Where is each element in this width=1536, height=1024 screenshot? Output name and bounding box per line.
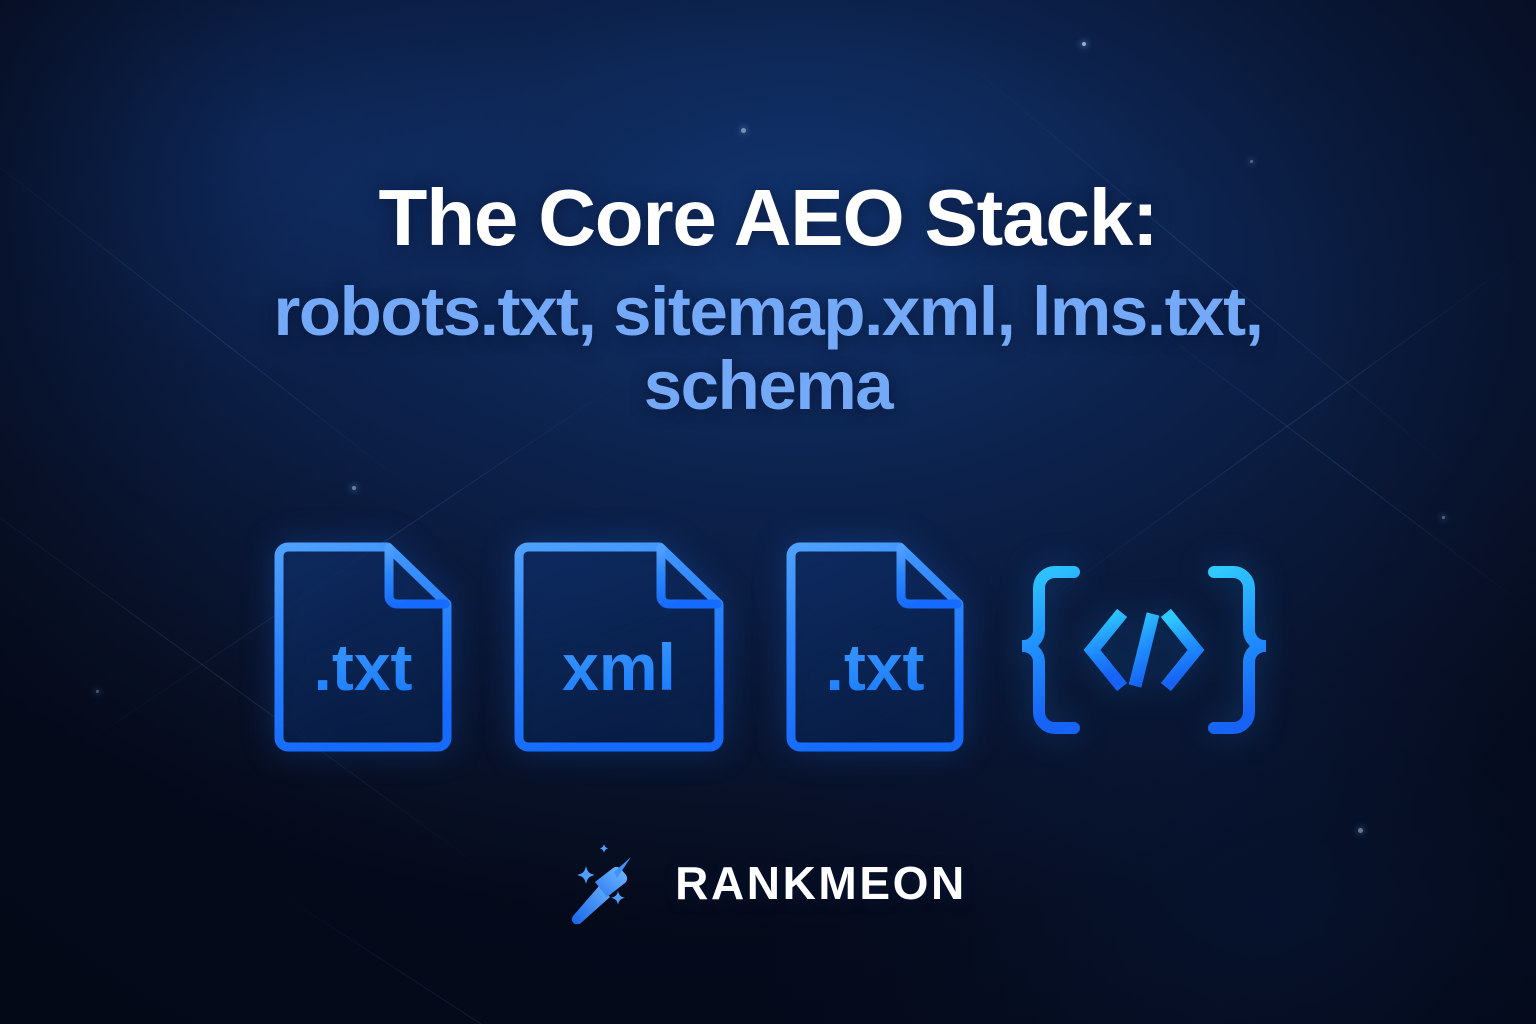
file-body-shape: [514, 542, 724, 752]
file-txt-icon-1: .txt: [274, 542, 452, 752]
chevron-right-icon: [1160, 608, 1205, 692]
page-subtitle-line-2: schema: [643, 347, 894, 425]
page-subtitle-line-1: robots.txt, sitemap.xml, lms.txt,: [273, 272, 1263, 350]
file-label: .txt: [826, 630, 925, 704]
file-label: .txt: [314, 630, 413, 704]
curly-brace-left-icon: [1022, 566, 1080, 734]
page-title: The Core AEO Stack:: [378, 173, 1159, 262]
code-schema-icon: [1022, 566, 1266, 734]
file-body-shape: [274, 542, 452, 752]
file-label: xml: [562, 630, 676, 704]
sparkle-icon-large: [577, 866, 596, 884]
curly-brace-right-icon: [1208, 566, 1266, 734]
file-xml-icon: xml: [514, 542, 724, 752]
heading-block: The Core AEO Stack: robots.txt, sitemap.…: [0, 173, 1536, 425]
file-fold-corner: [384, 543, 450, 609]
file-fold-corner: [656, 543, 722, 609]
chevron-left-icon: [1083, 608, 1128, 692]
file-type-icon-row: .txt xml: [0, 538, 1536, 756]
sparkle-icon-small: [599, 844, 609, 853]
sparkle-icon-medium: [611, 891, 625, 905]
file-fold-corner: [896, 543, 962, 609]
slash-icon: [1128, 612, 1160, 688]
brand-name: RANKMEON: [675, 857, 967, 909]
magic-wand-icon: [571, 844, 632, 924]
page-subtitle: robots.txt, sitemap.xml, lms.txt, schema: [0, 272, 1536, 425]
file-txt-icon-2: .txt: [786, 542, 964, 752]
wand-handle: [571, 886, 611, 924]
sparkle-streak-icon: [614, 857, 632, 878]
brand-logo: RANKMEON: [0, 842, 1536, 924]
file-body-shape: [786, 542, 964, 752]
